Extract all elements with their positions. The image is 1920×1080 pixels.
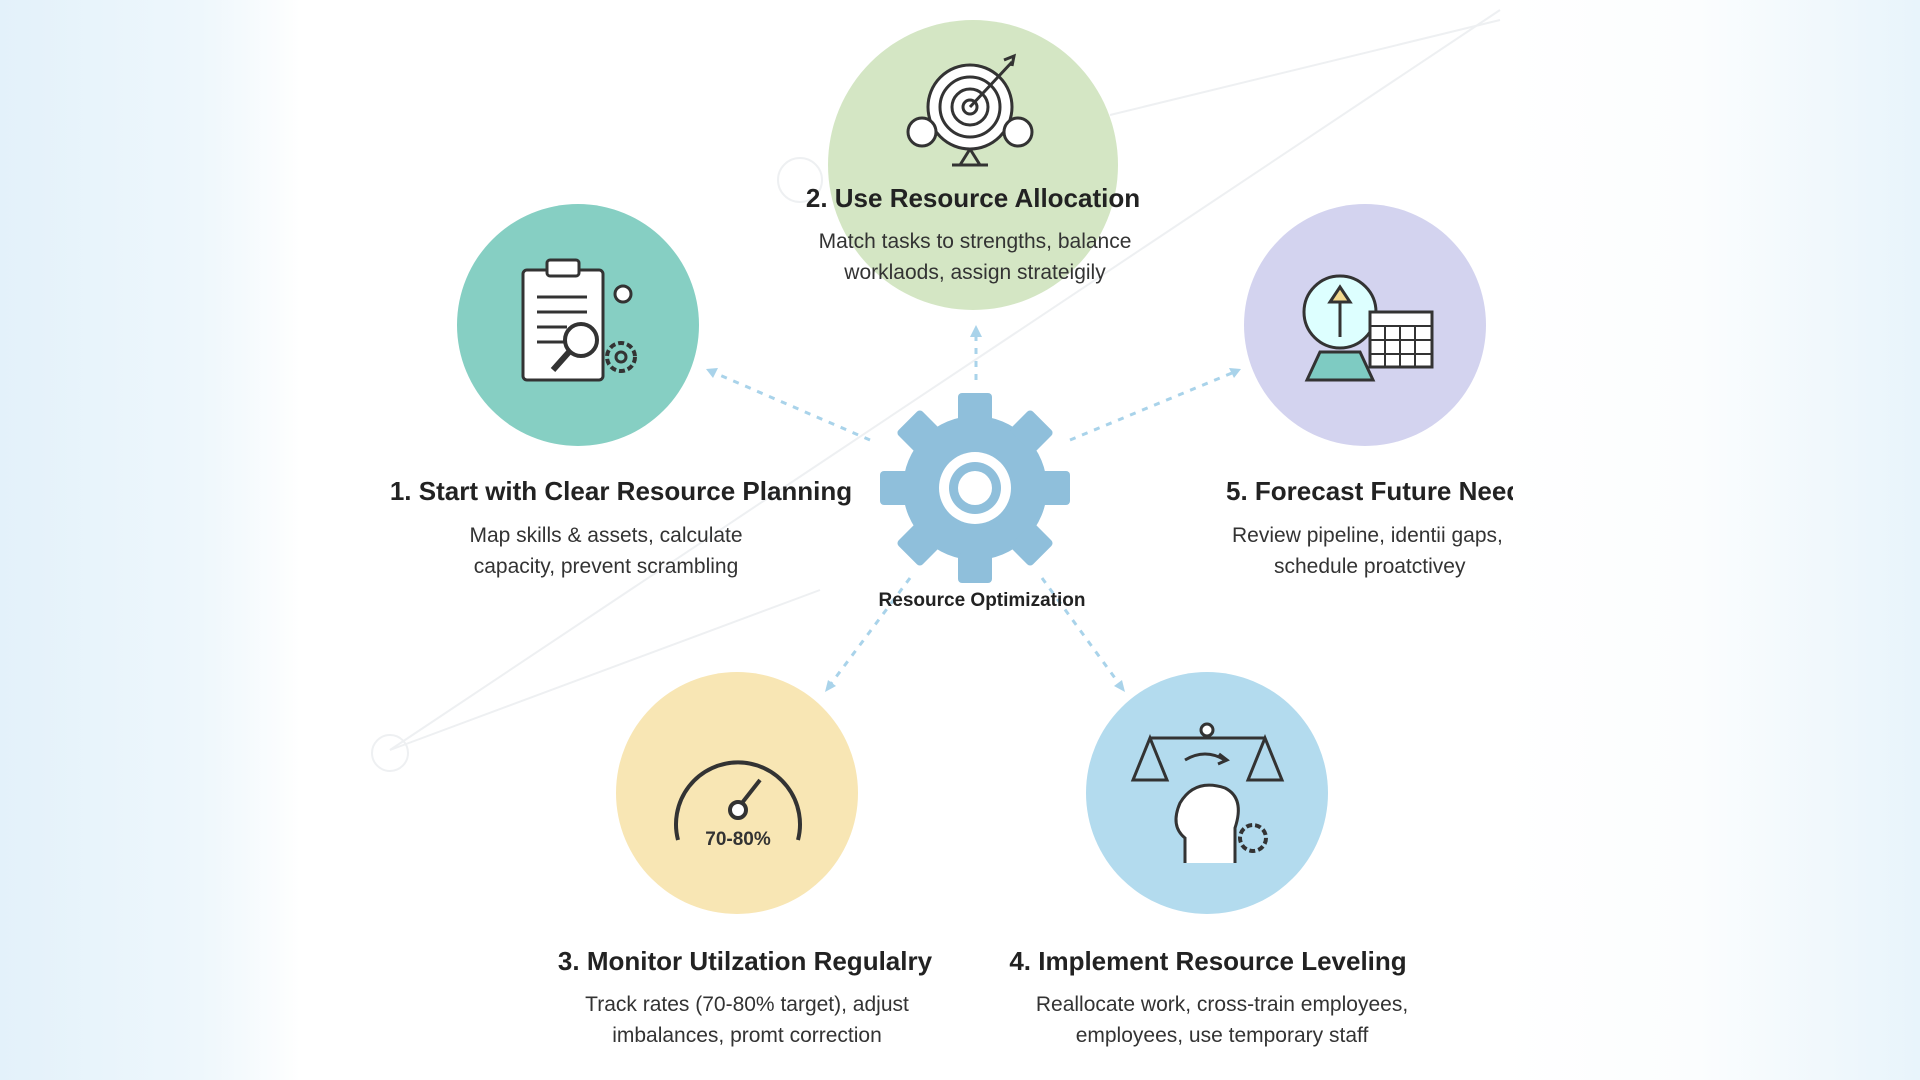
desc-line: Map skills & assets, calculate [469, 524, 743, 547]
desc-line: Track rates (70-80% target), adjust [585, 993, 909, 1016]
item-1-desc: Map skills & assets, calculate capacity, … [469, 520, 742, 582]
item-2-desc: Match tasks to strengths, balance worklao… [819, 226, 1132, 288]
desc-line: worklaods, assign strateigily [844, 261, 1106, 284]
item-4-desc: Reallocate work, cross-train employees, e… [1036, 989, 1408, 1051]
crystal-ball-calendar-icon [1302, 274, 1434, 382]
desc-line: imbalances, promt correction [612, 1024, 882, 1047]
gauge-label: 70-80% [705, 829, 771, 850]
item-5-title: 5. Forecast Future Needs [1226, 476, 1513, 506]
scale-brain-icon [1130, 722, 1285, 863]
diagram: 70-80% Resource Optimization 2. Use Reso… [371, 9, 1513, 1051]
item-5-desc: Review pipeline, identii gaps, schedule p… [1232, 520, 1503, 582]
center-label: Resource Optimization [878, 590, 1086, 611]
item-4-title: 4. Implement Resource Leveling [1009, 946, 1407, 976]
item-2-title: 2. Use Resource Allocation [805, 183, 1141, 213]
target-arrow-icon [906, 53, 1034, 167]
desc-line: Reallocate work, cross-train employees, [1035, 993, 1409, 1016]
utilization-circle [616, 672, 858, 914]
desc-line: Match tasks to strengths, balance [818, 230, 1132, 253]
desc-line: schedule proatctivey [1274, 555, 1466, 578]
clipboard-magnifier-icon [521, 258, 637, 382]
desc-line: Review pipeline, identii gaps, [1232, 524, 1503, 547]
background-network-lines [371, 9, 1501, 772]
item-1-title: 1. Start with Clear Resource Planning [389, 476, 853, 506]
gauge-icon: 70-80% [674, 760, 802, 850]
item-3-title: 3. Monitor Utilzation Regulalry [557, 946, 933, 976]
desc-line: capacity, prevent scrambling [473, 555, 739, 578]
item-3-desc: Track rates (70-80% target), adjust imbal… [585, 989, 909, 1051]
connector-arrows [714, 335, 1233, 686]
gear-icon [880, 393, 1070, 583]
desc-line: employees, use temporary staff [1075, 1024, 1369, 1047]
